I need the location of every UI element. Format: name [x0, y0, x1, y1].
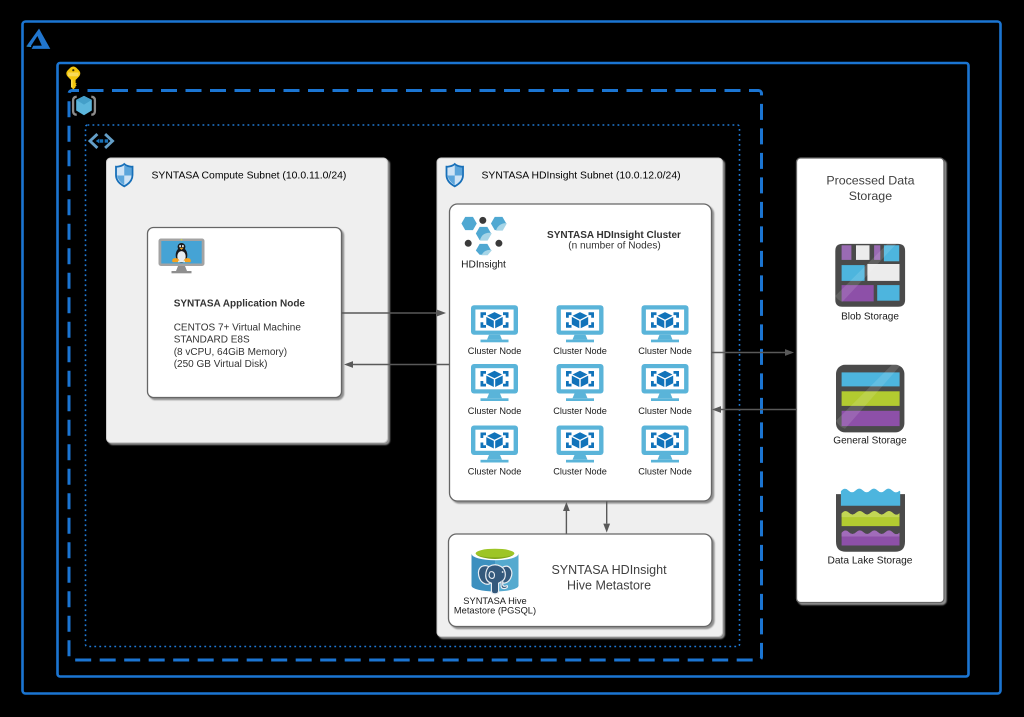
- svg-text:Cluster Node: Cluster Node: [468, 346, 522, 356]
- svg-text:Cluster Node: Cluster Node: [553, 467, 607, 477]
- svg-text:Cluster Node: Cluster Node: [468, 467, 522, 477]
- svg-text:Hive Metastore: Hive Metastore: [567, 579, 651, 593]
- svg-text:SYNTASA Hive: SYNTASA Hive: [463, 596, 526, 606]
- svg-text:SYNTASA HDInsight Cluster: SYNTASA HDInsight Cluster: [547, 230, 681, 241]
- svg-text:Cluster Node: Cluster Node: [468, 406, 522, 416]
- svg-text:Cluster Node: Cluster Node: [638, 467, 692, 477]
- svg-text:STANDARD E8S: STANDARD E8S: [174, 334, 250, 345]
- svg-text:(250 GB Virtual Disk): (250 GB Virtual Disk): [174, 359, 268, 370]
- svg-text:Cluster Node: Cluster Node: [553, 346, 607, 356]
- svg-text:General Storage: General Storage: [833, 436, 907, 447]
- svg-text:Cluster Node: Cluster Node: [553, 406, 607, 416]
- svg-text:Cluster Node: Cluster Node: [638, 346, 692, 356]
- svg-text:SYNTASA Application Node: SYNTASA Application Node: [174, 299, 306, 310]
- svg-text:HDInsight: HDInsight: [461, 259, 506, 270]
- svg-text:SYNTASA HDInsight: SYNTASA HDInsight: [551, 563, 667, 577]
- svg-text:Cluster Node: Cluster Node: [638, 406, 692, 416]
- svg-text:Data Lake Storage: Data Lake Storage: [828, 556, 913, 567]
- svg-text:Processed Data: Processed Data: [826, 174, 914, 188]
- svg-text:Metastore (PGSQL): Metastore (PGSQL): [454, 606, 536, 616]
- svg-text:CENTOS 7+ Virtual Machine: CENTOS 7+ Virtual Machine: [174, 322, 302, 333]
- svg-text:SYNTASA Compute Subnet (10.0.1: SYNTASA Compute Subnet (10.0.11.0/24): [152, 170, 347, 181]
- svg-text:(8 vCPU, 64GiB Memory): (8 vCPU, 64GiB Memory): [174, 347, 287, 358]
- svg-text:SYNTASA HDInsight Subnet (10.0: SYNTASA HDInsight Subnet (10.0.12.0/24): [482, 170, 681, 181]
- svg-text:Blob Storage: Blob Storage: [841, 311, 899, 322]
- svg-text:Storage: Storage: [849, 189, 893, 203]
- svg-text:(n number of Nodes): (n number of Nodes): [568, 241, 661, 252]
